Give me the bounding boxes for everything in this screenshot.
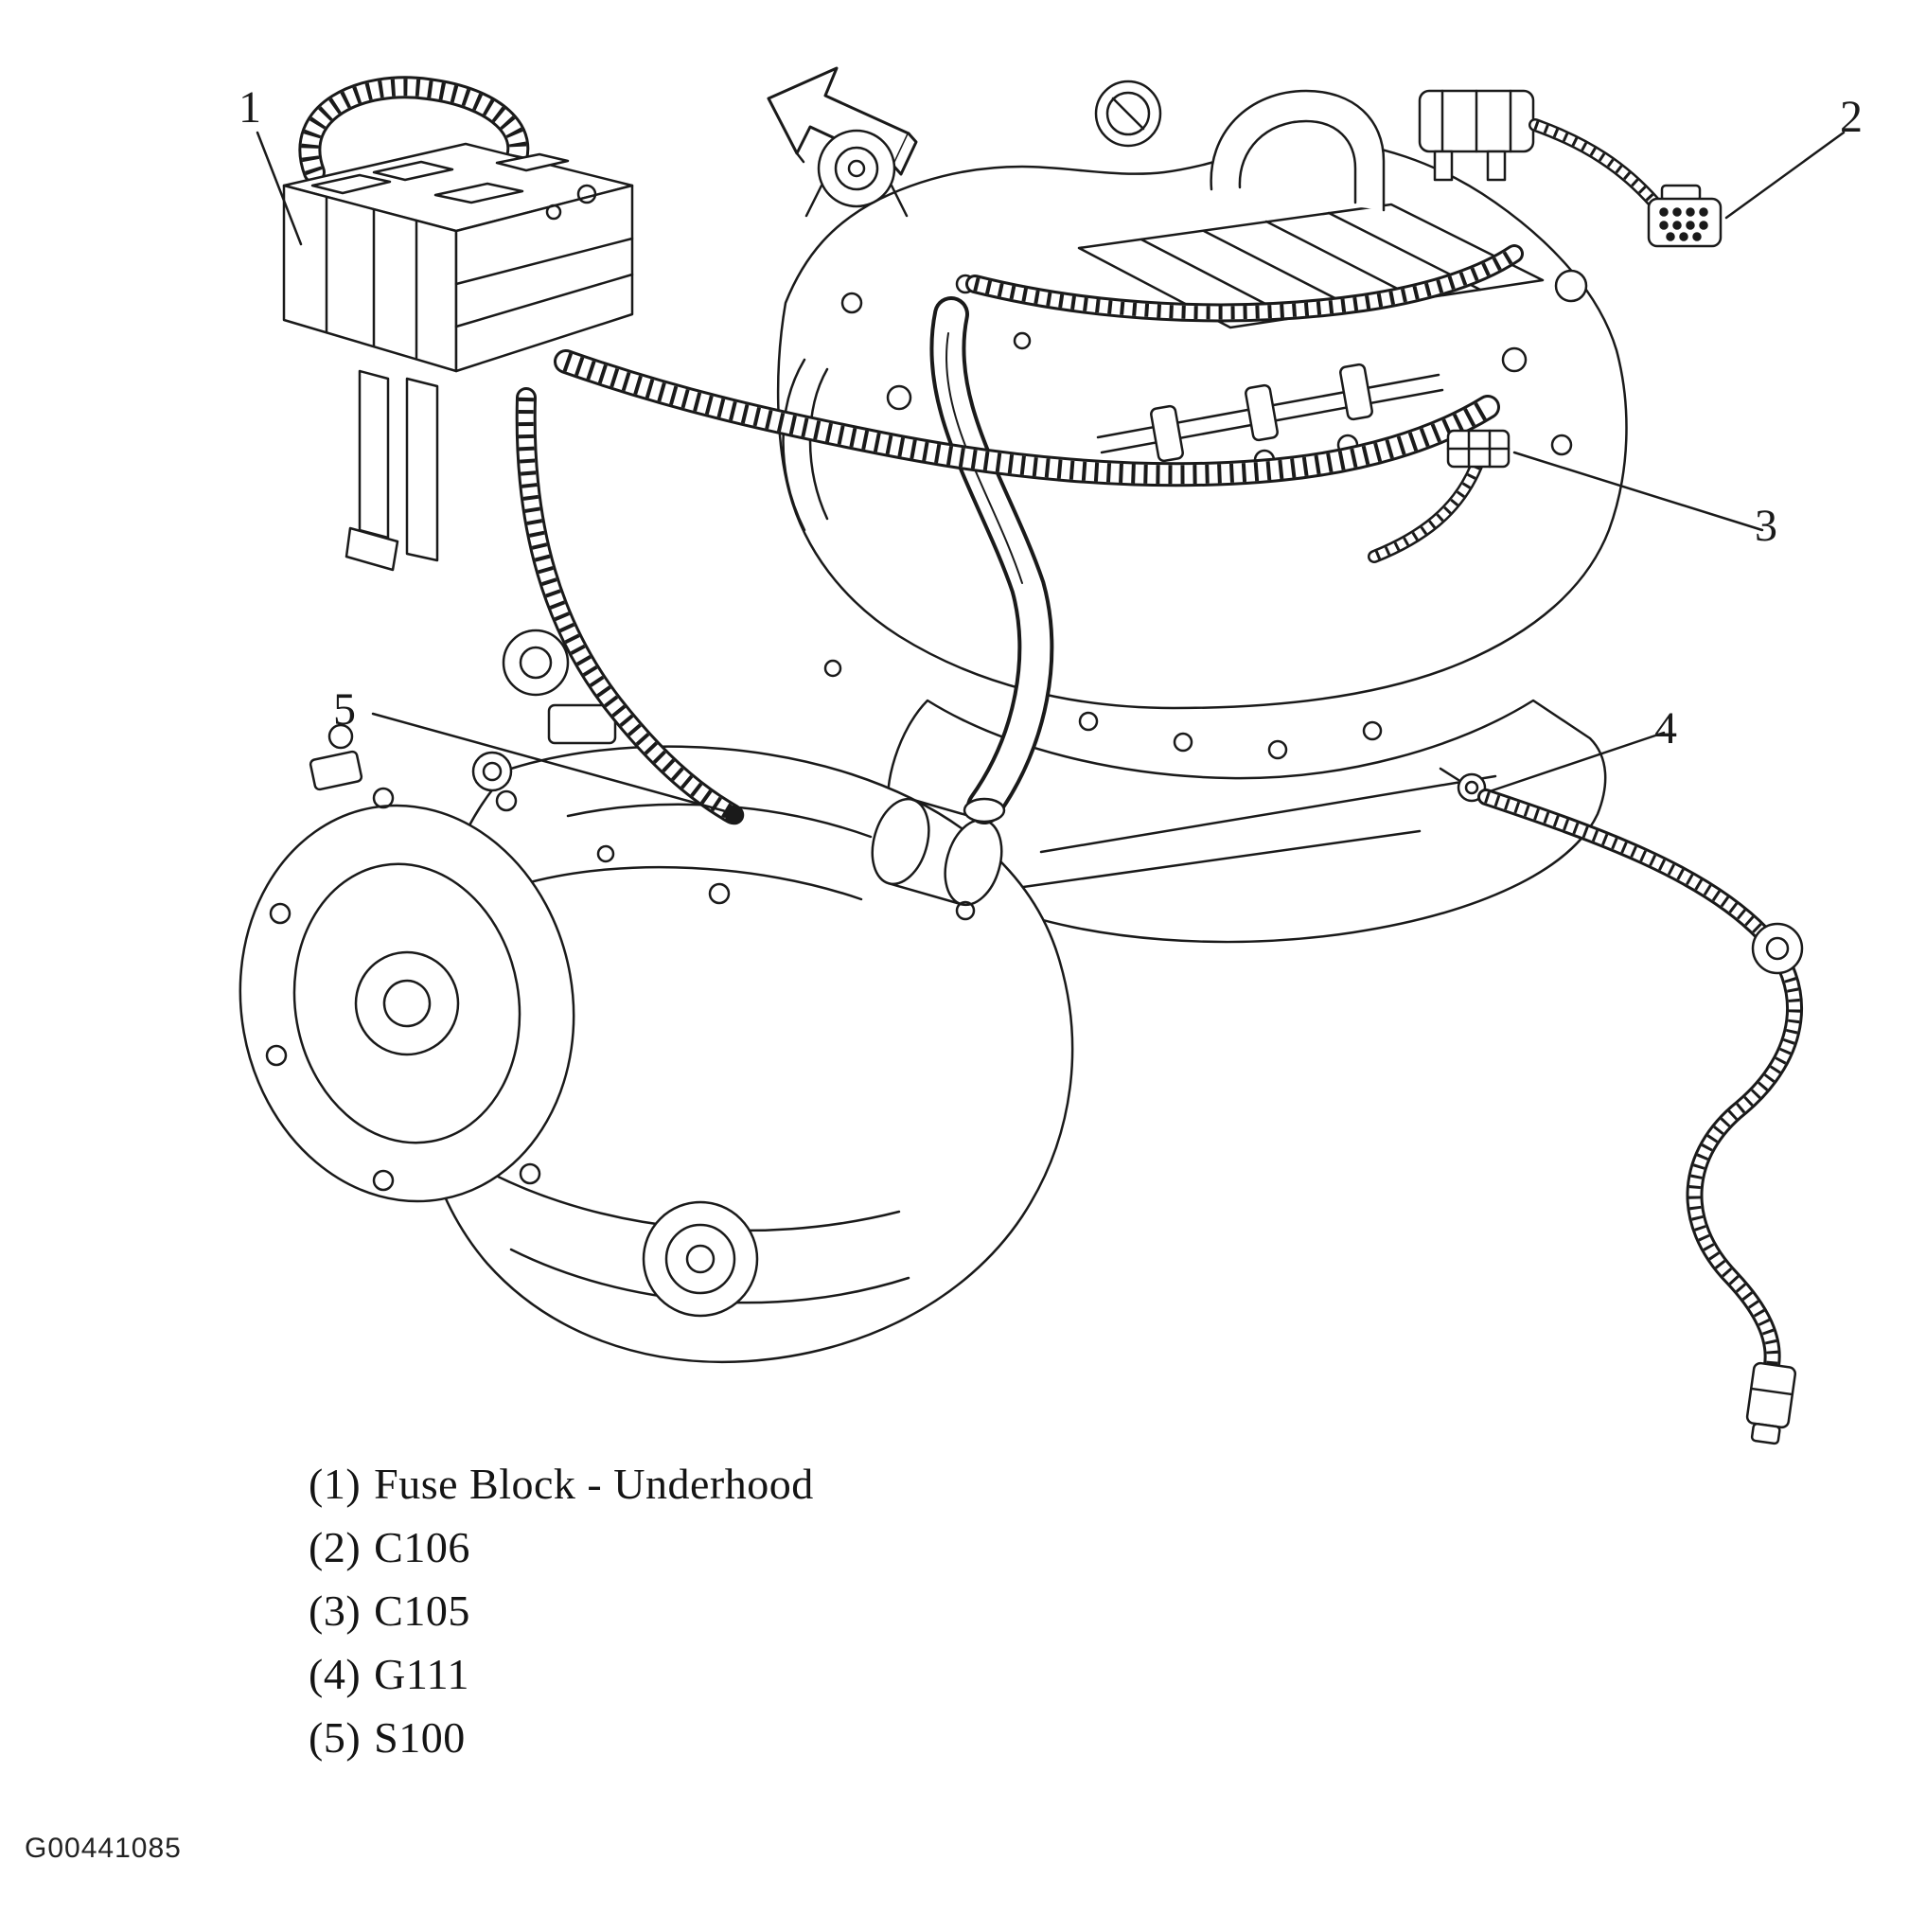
legend-label-3: C105 [374, 1586, 470, 1635]
legend-item-5: (5)S100 [309, 1706, 814, 1769]
transmission-drawing [239, 629, 1074, 1364]
legend-item-2: (2)C106 [309, 1515, 814, 1579]
figure-id: G00441085 [25, 1833, 182, 1864]
legend-item-3: (3)C105 [309, 1579, 814, 1642]
connector-c106-drawing [1647, 184, 1723, 248]
legend-ref-2: (2) [309, 1523, 362, 1571]
legend-ref-3: (3) [309, 1586, 362, 1635]
legend-label-5: S100 [374, 1713, 466, 1762]
callout-4-g111: 4 [1654, 703, 1677, 753]
callout-1-fuse-block: 1 [239, 82, 261, 133]
legend-ref-4: (4) [309, 1650, 362, 1698]
fuse-block-drawing [282, 142, 634, 572]
right-harness-loom [1486, 797, 1804, 1365]
legend-label-2: C106 [374, 1523, 470, 1571]
legend-ref-5: (5) [309, 1713, 362, 1762]
legend-item-4: (4)G111 [309, 1642, 814, 1706]
callout-5-s100: 5 [333, 684, 356, 735]
callout-2-c106: 2 [1840, 92, 1863, 142]
legend-item-1: (1)Fuse Block - Underhood [309, 1452, 814, 1515]
leader-lines [256, 131, 1846, 814]
legend-label-1: Fuse Block - Underhood [374, 1460, 814, 1508]
callout-3-c105: 3 [1755, 501, 1777, 551]
splice-s100-marker [724, 805, 745, 825]
legend-ref-1: (1) [309, 1460, 362, 1508]
connector-c105-drawing [1446, 429, 1511, 469]
harness-end-connector-drawing [1745, 1361, 1797, 1445]
legend-label-4: G111 [374, 1650, 469, 1698]
connector-c106-loom [1535, 125, 1654, 203]
legend: (1)Fuse Block - Underhood (2)C106 (3)C10… [309, 1452, 814, 1769]
